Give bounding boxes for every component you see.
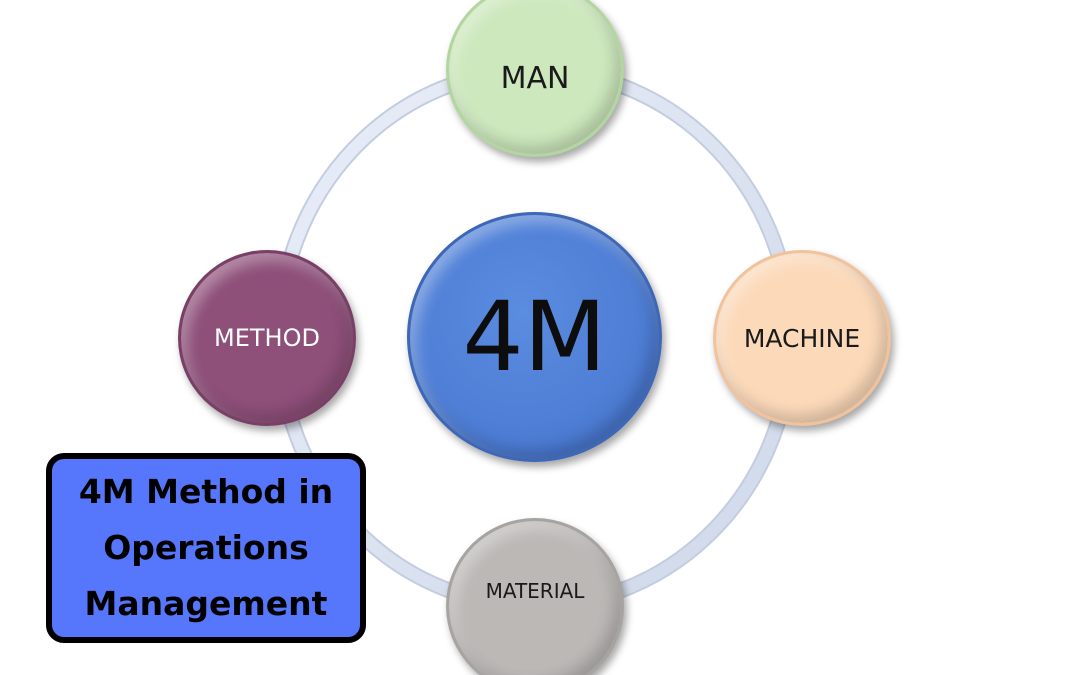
title-line: 4M Method in (78, 472, 334, 511)
man-label: MAN (500, 61, 570, 96)
machine-node: MACHINE (713, 250, 891, 426)
material-label: MATERIAL (485, 579, 585, 603)
title-box: 4M Method in Operations Management (46, 453, 366, 643)
title-line: Operations (103, 528, 309, 567)
center-label: 4M (462, 281, 607, 393)
title-line: Management (84, 584, 328, 623)
material-node: MATERIAL (446, 518, 624, 675)
method-label: METHOD (214, 324, 320, 352)
method-node: METHOD (178, 250, 356, 426)
man-node: MAN (446, 0, 624, 157)
center-4m-node: 4M (407, 212, 662, 462)
machine-label: MACHINE (743, 323, 861, 353)
